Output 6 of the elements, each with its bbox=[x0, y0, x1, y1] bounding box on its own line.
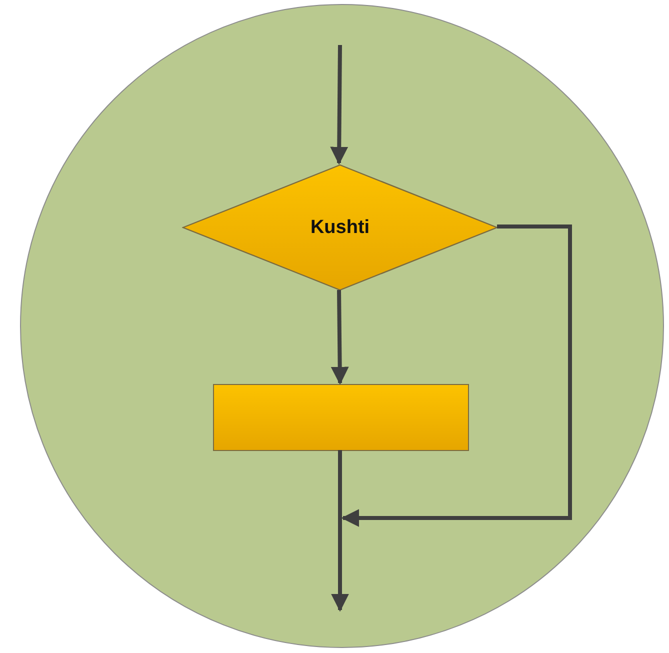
arrow bbox=[330, 44, 348, 165]
arrow bbox=[341, 224, 572, 527]
process-box bbox=[213, 384, 469, 451]
arrow bbox=[330, 290, 349, 385]
arrow bbox=[331, 450, 349, 612]
node-label: Kushti bbox=[310, 216, 370, 238]
